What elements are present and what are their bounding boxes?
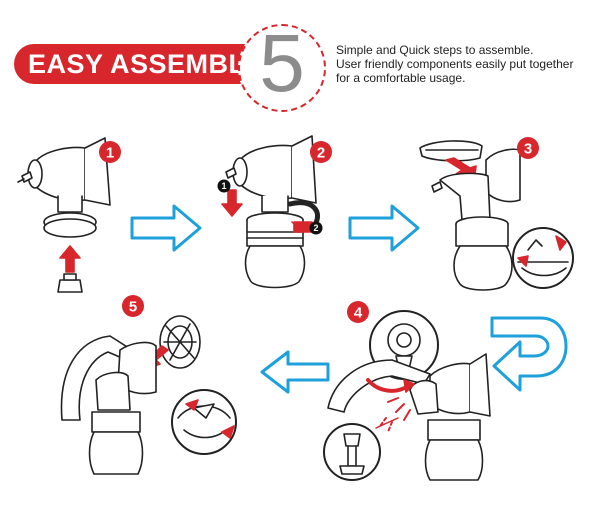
step-badge-icon: [99, 141, 121, 163]
step-badge-icon: [517, 137, 539, 159]
step-3-illustration: [419, 140, 574, 291]
step-count-circle: [238, 24, 326, 112]
header: EASY ASSEMBLY 5 Simple and Quick steps t…: [0, 0, 600, 112]
step-badge-icon-number: 4: [354, 304, 363, 321]
u-turn-arrow-icon: [490, 316, 568, 392]
step-badge-icon-number: 5: [129, 298, 137, 315]
substep-badge-icon: [217, 179, 231, 193]
step-badge-icon-number: 2: [317, 144, 325, 161]
substep-badge-icon: [309, 221, 323, 235]
substep-badge-icon-number: 1: [221, 181, 226, 191]
step-2-illustration: [221, 135, 321, 289]
step-1-illustration: [17, 137, 111, 293]
intro-line: Simple and Quick steps to assemble.: [336, 43, 534, 57]
intro-line: for a comfortable usage.: [336, 71, 466, 85]
step-4-illustration: [323, 310, 491, 481]
intro-line: User friendly components easily put toge…: [336, 57, 574, 71]
title-banner: [14, 44, 276, 84]
intro-text: Simple and Quick steps to assemble. User…: [336, 43, 598, 85]
step-badge-icon-number: 1: [106, 144, 114, 161]
step-count-number: 5: [259, 18, 305, 109]
substep-badge-icon-number: 2: [313, 223, 318, 233]
title-text: EASY ASSEMBLY: [28, 49, 262, 79]
flow-arrow-icon: [348, 204, 420, 252]
flow-arrow-icon: [260, 350, 330, 394]
step-badge-icon: [122, 295, 144, 317]
flow-arrow-icon: [130, 204, 202, 252]
step-badge-icon-number: 3: [524, 140, 532, 157]
step-badge-icon: [347, 301, 369, 323]
step-5-illustration: [60, 315, 237, 475]
step-badge-icon: [310, 141, 332, 163]
